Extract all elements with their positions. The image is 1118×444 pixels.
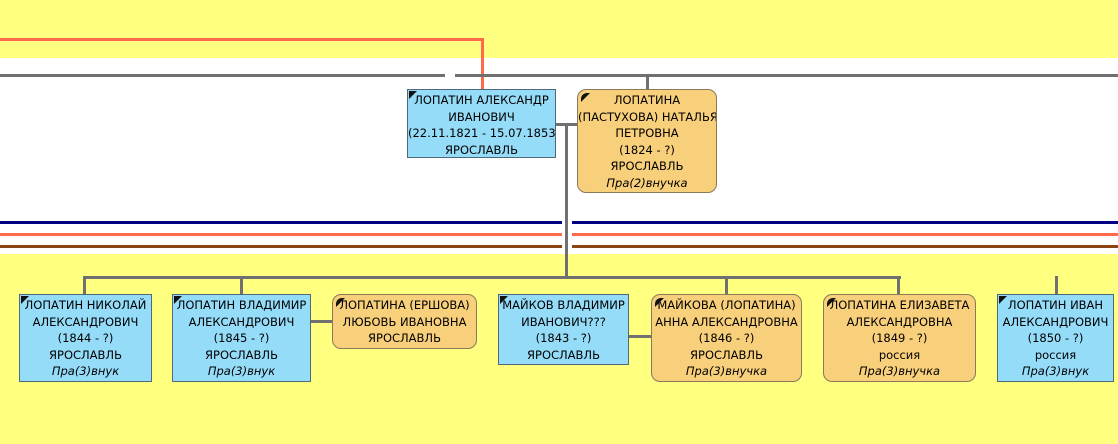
person-relation: Пра(3)внук [1021, 364, 1090, 378]
person-name: АЛЕКСАНДРОВНА [846, 314, 953, 329]
person-dates: (1845 - ?) [213, 331, 270, 345]
note-marker-icon [409, 91, 417, 99]
person-place: ЯРОСЛАВЛЬ [49, 347, 122, 362]
person-place: ЯРОСЛАВЛЬ [690, 347, 763, 362]
person-card-spouse[interactable]: ЛОПАТИНА (ЕРШОВА) ЛЮБОВЬ ИВАНОВНА ЯРОСЛА… [332, 294, 477, 349]
person-name: ИВАНОВИЧ??? [521, 314, 606, 329]
note-marker-icon [999, 296, 1007, 304]
note-marker-icon [174, 296, 182, 304]
generation-band-top [0, 0, 1118, 58]
person-name: ЛОПАТИНА ЕЛИЗАВЕТА [829, 298, 970, 312]
note-marker-icon [827, 298, 836, 307]
child-drop-1 [83, 276, 86, 295]
person-place: ЯРОСЛАВЛЬ [205, 347, 278, 362]
child-drop-3 [725, 276, 728, 295]
person-name: ПЕТРОВНА [615, 126, 679, 140]
person-dates: (1844 - ?) [57, 331, 114, 345]
person-dates: (1824 - ?) [619, 142, 675, 157]
lineage-line-orange-right [572, 233, 1118, 236]
person-dates: (1846 - ?) [698, 331, 755, 345]
person-card-child[interactable]: ЛОПАТИН НИКОЛАЙ АЛЕКСАНДРОВИЧ (1844 - ?)… [19, 294, 152, 382]
spouse-connector-vladimir [310, 320, 334, 323]
person-card-mother[interactable]: ЛОПАТИНА (ПАСТУХОВА) НАТАЛЬЯ ПЕТРОВНА (1… [577, 89, 717, 193]
person-place: россия [878, 347, 921, 362]
child-drop-4 [897, 276, 900, 295]
person-name: ЛОПАТИНА (ЕРШОВА) [339, 298, 470, 312]
upper-connector-left [0, 74, 445, 77]
person-card-spouse[interactable]: МАЙКОВ ВЛАДИМИР ИВАНОВИЧ??? (1843 - ?) Я… [498, 294, 629, 365]
person-relation: Пра(3)внук [51, 364, 120, 378]
person-name: ЛОПАТИН АЛЕКСАНДР [414, 93, 549, 107]
lineage-line-orange-left [0, 233, 562, 236]
lineage-line-orange-top [0, 38, 484, 41]
person-place: ЯРОСЛАВЛЬ [368, 331, 441, 345]
note-marker-icon [655, 298, 664, 307]
person-name: ЛОПАТИН ВЛАДИМИР [176, 298, 307, 312]
child-drop-2 [240, 276, 243, 295]
person-dates: (1850 - ?) [1027, 331, 1084, 345]
person-name: АЛЕКСАНДРОВИЧ [1002, 314, 1109, 329]
person-place: ЯРОСЛАВЛЬ [527, 347, 600, 362]
person-relation: Пра(3)внук [207, 364, 276, 378]
upper-connector-right [455, 74, 1118, 77]
person-name: ИВАНОВИЧ [448, 109, 515, 124]
person-dates: (22.11.1821 - 15.07.1853) [408, 126, 556, 140]
person-card-child[interactable]: ЛОПАТИНА ЕЛИЗАВЕТА АЛЕКСАНДРОВНА (1849 -… [823, 294, 976, 382]
lineage-line-brown-right [572, 245, 1118, 248]
person-name: АЛЕКСАНДРОВИЧ [32, 314, 139, 329]
person-card-child[interactable]: ЛОПАТИН ВЛАДИМИР АЛЕКСАНДРОВИЧ (1845 - ?… [172, 294, 311, 382]
person-place: ЯРОСЛАВЛЬ [445, 142, 518, 157]
person-card-child[interactable]: ЛОПАТИН ИВАН АЛЕКСАНДРОВИЧ (1850 - ?) ро… [997, 294, 1114, 382]
person-name: ЛОПАТИНА [613, 93, 681, 107]
note-marker-icon [581, 93, 590, 102]
person-relation: Пра(3)внучка [858, 364, 941, 378]
descent-line [565, 123, 568, 278]
lineage-line-brown-left [0, 245, 562, 248]
person-name: (ПАСТУХОВА) НАТАЛЬЯ [578, 109, 717, 124]
person-name: ЛОПАТИН ИВАН [1007, 298, 1104, 312]
child-drop-5 [1055, 276, 1058, 295]
lineage-line-navy-left [0, 221, 562, 224]
mother-parent-drop [646, 74, 649, 90]
note-marker-icon [500, 296, 508, 304]
person-card-father[interactable]: ЛОПАТИН АЛЕКСАНДР ИВАНОВИЧ (22.11.1821 -… [407, 89, 556, 158]
person-place: ЯРОСЛАВЛЬ [610, 159, 684, 173]
person-name: МАЙКОВ ВЛАДИМИР [502, 298, 625, 312]
note-marker-icon [21, 296, 29, 304]
person-name: АННА АЛЕКСАНДРОВНА [655, 314, 798, 329]
person-name: ЛОПАТИН НИКОЛАЙ [24, 298, 147, 312]
person-relation: Пра(3)внучка [685, 364, 768, 378]
person-relation: Пра(2)внучка [606, 175, 688, 190]
person-dates: (1849 - ?) [871, 331, 928, 345]
lineage-line-navy-right [572, 221, 1118, 224]
person-place: россия [1034, 347, 1077, 362]
person-name: МАЙКОВА (ЛОПАТИНА) [657, 298, 796, 312]
person-dates: (1843 - ?) [535, 331, 592, 345]
person-name: ЛЮБОВЬ ИВАНОВНА [342, 314, 467, 329]
person-name: АЛЕКСАНДРОВИЧ [188, 314, 295, 329]
note-marker-icon [336, 298, 345, 307]
children-bus [83, 276, 901, 279]
person-card-child[interactable]: МАЙКОВА (ЛОПАТИНА) АННА АЛЕКСАНДРОВНА (1… [651, 294, 802, 382]
lineage-line-orange-drop [481, 38, 484, 90]
spouse-connector-anna [628, 335, 652, 338]
